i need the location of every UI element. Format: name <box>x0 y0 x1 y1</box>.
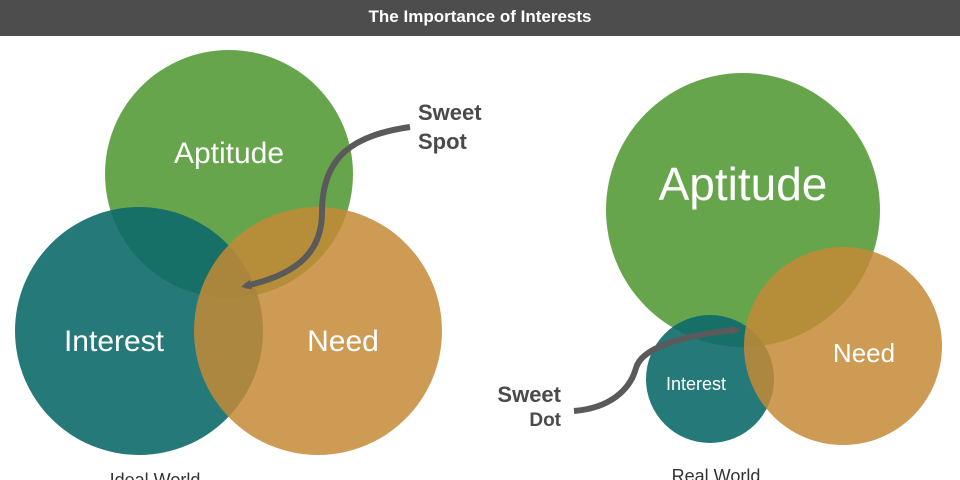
real-world-diagram: Aptitude Interest Need Sweet Dot Real Wo… <box>497 73 942 480</box>
real-interest-label: Interest <box>666 374 726 394</box>
ideal-world-caption: Ideal World <box>110 470 201 480</box>
ideal-interest-circle <box>15 207 263 455</box>
ideal-interest-label: Interest <box>64 325 165 358</box>
ideal-world-diagram: Aptitude Interest Need Sweet Spot Ideal … <box>15 50 482 480</box>
real-interest-circle <box>646 315 774 443</box>
sweet-dot-callout-line2: Dot <box>529 410 561 431</box>
real-need-label: Need <box>833 338 895 368</box>
real-aptitude-label: Aptitude <box>659 158 828 210</box>
sweet-spot-callout-line1: Sweet <box>418 100 482 125</box>
real-world-caption: Real World <box>672 466 761 480</box>
ideal-need-circle <box>194 207 442 455</box>
sweet-spot-arrow <box>241 124 411 290</box>
page-title: The Importance of Interests <box>0 0 960 36</box>
ideal-need-label: Need <box>307 325 379 358</box>
real-need-circle <box>744 247 942 445</box>
sweet-dot-callout-line1: Sweet <box>497 382 561 407</box>
sweet-dot-arrow <box>573 325 741 414</box>
ideal-aptitude-label: Aptitude <box>174 137 284 170</box>
sweet-spot-callout-line2: Spot <box>418 129 468 154</box>
